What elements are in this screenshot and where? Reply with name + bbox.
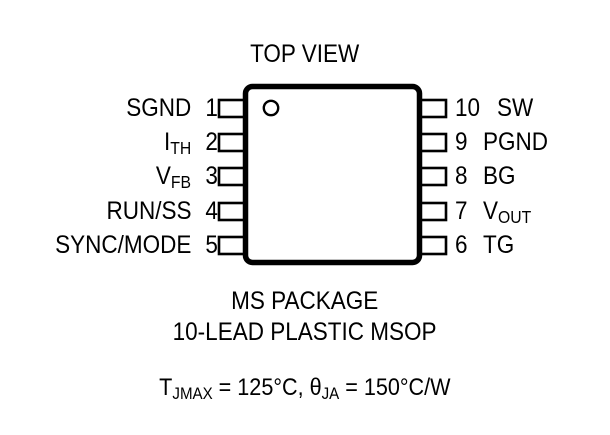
theta-subscript: JA xyxy=(321,383,340,403)
pin-label-vout-sub: OUT xyxy=(497,206,532,227)
theta-value: = 150°C/W xyxy=(339,374,451,401)
lead-pin-4 xyxy=(217,201,248,222)
pin-row-right-9: 9 PGND xyxy=(455,127,555,157)
pin-row-right-6: 6 TG xyxy=(455,230,518,260)
pin-label-syncmode: SYNC/MODE xyxy=(54,230,192,259)
pin-label-pgnd: PGND xyxy=(482,127,548,156)
package-name-label: MS PACKAGE xyxy=(231,287,379,315)
pin-label-ith: ITH xyxy=(163,127,192,158)
pin-number-5: 5 xyxy=(205,230,218,259)
pin-label-sw: SW xyxy=(496,93,534,122)
tjmax-subscript: JMAX xyxy=(172,383,213,403)
pin-row-right-10: 10 SW xyxy=(455,93,537,123)
pin-label-sgnd: SGND xyxy=(126,93,192,122)
pin-row-left-4: RUN/SS 4 xyxy=(97,196,218,226)
right-leads xyxy=(417,98,448,256)
lead-pin-10 xyxy=(417,98,448,119)
lead-pin-3 xyxy=(217,166,248,187)
lead-pin-6 xyxy=(417,235,448,256)
pin-label-ith-sub: TH xyxy=(170,137,192,158)
tjmax-symbol: T xyxy=(159,374,173,401)
pin-number-7: 7 xyxy=(455,196,468,225)
lead-pin-5 xyxy=(217,235,248,256)
pin-label-vfb: VFB xyxy=(155,161,192,192)
pin-row-left-2: ITH 2 xyxy=(161,127,218,158)
pin-row-left-5: SYNC/MODE 5 xyxy=(40,230,218,260)
lead-pin-1 xyxy=(217,98,248,119)
pin-row-right-8: 8 BG xyxy=(455,161,519,191)
pin-number-9: 9 xyxy=(455,127,468,156)
pin-number-3: 3 xyxy=(205,161,218,190)
pin-number-1: 1 xyxy=(205,93,218,122)
theta-symbol: θ xyxy=(309,374,322,401)
lead-pin-8 xyxy=(417,166,448,187)
pin-label-bg: BG xyxy=(482,161,516,190)
pin-label-vfb-sub: FB xyxy=(170,171,192,192)
pin-number-2: 2 xyxy=(205,127,218,156)
pin-row-left-1: SGND 1 xyxy=(119,93,218,123)
lead-pin-7 xyxy=(417,201,448,222)
thermal-spec-label: TJMAX = 125°C, θJA = 150°C/W xyxy=(159,374,451,403)
lead-pin-2 xyxy=(217,132,248,153)
lead-pin-9 xyxy=(417,132,448,153)
top-view-title: TOP VIEW xyxy=(0,42,610,67)
top-view-label: TOP VIEW xyxy=(250,40,360,68)
package-lead-count: 10-LEAD PLASTIC MSOP xyxy=(0,320,610,345)
pin-label-vout: VOUT xyxy=(482,196,532,227)
package-lead-count-label: 10-LEAD PLASTIC MSOP xyxy=(173,318,437,346)
pin-row-left-3: VFB 3 xyxy=(152,161,218,192)
left-leads xyxy=(217,98,248,256)
pin-number-8: 8 xyxy=(455,161,468,190)
pin-label-tg: TG xyxy=(482,230,515,259)
thermal-spec: TJMAX = 125°C, θJA = 150°C/W xyxy=(0,374,610,403)
pin-number-4: 4 xyxy=(205,196,218,225)
chip-body-outline xyxy=(242,83,423,266)
pin-label-runss: RUN/SS xyxy=(106,196,192,225)
pin-number-6: 6 xyxy=(455,230,468,259)
package-name: MS PACKAGE xyxy=(0,289,610,314)
pin-row-right-7: 7 VOUT xyxy=(455,196,537,227)
tjmax-value: = 125°C, xyxy=(212,374,310,401)
pin-number-10: 10 xyxy=(455,93,481,122)
pin1-dot-icon xyxy=(262,99,280,117)
